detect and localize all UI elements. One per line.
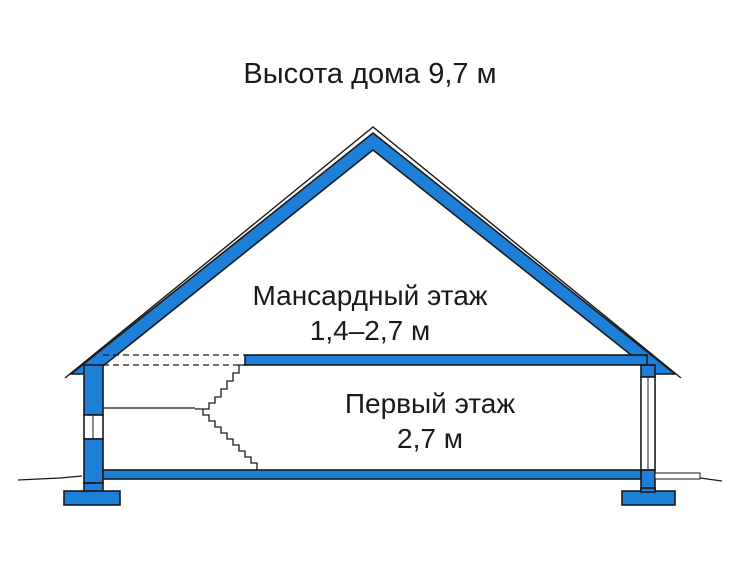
first-floor-height: 2,7 м — [397, 423, 463, 454]
foundation-right-post — [640, 487, 656, 493]
foundation-left-post — [83, 482, 104, 492]
staircase — [195, 364, 258, 470]
first-floor-label: Первый этаж — [344, 388, 516, 419]
first-floor-slab — [102, 469, 642, 480]
ground-line-left — [17, 475, 83, 481]
left-wall-upper — [83, 364, 104, 416]
foundation-right — [621, 490, 676, 506]
attic-floor-height: 1,4–2,7 м — [309, 315, 431, 346]
house-height-title: Высота дома 9,7 м — [243, 58, 497, 90]
foundation-left — [63, 490, 121, 506]
left-wall-lower — [83, 438, 104, 484]
roof-outer-edge — [64, 126, 682, 379]
attic-floor-label: Мансардный этаж — [252, 280, 488, 311]
attic-floor-slab — [244, 354, 648, 366]
right-wall-top — [640, 364, 656, 378]
right-step — [654, 472, 701, 480]
